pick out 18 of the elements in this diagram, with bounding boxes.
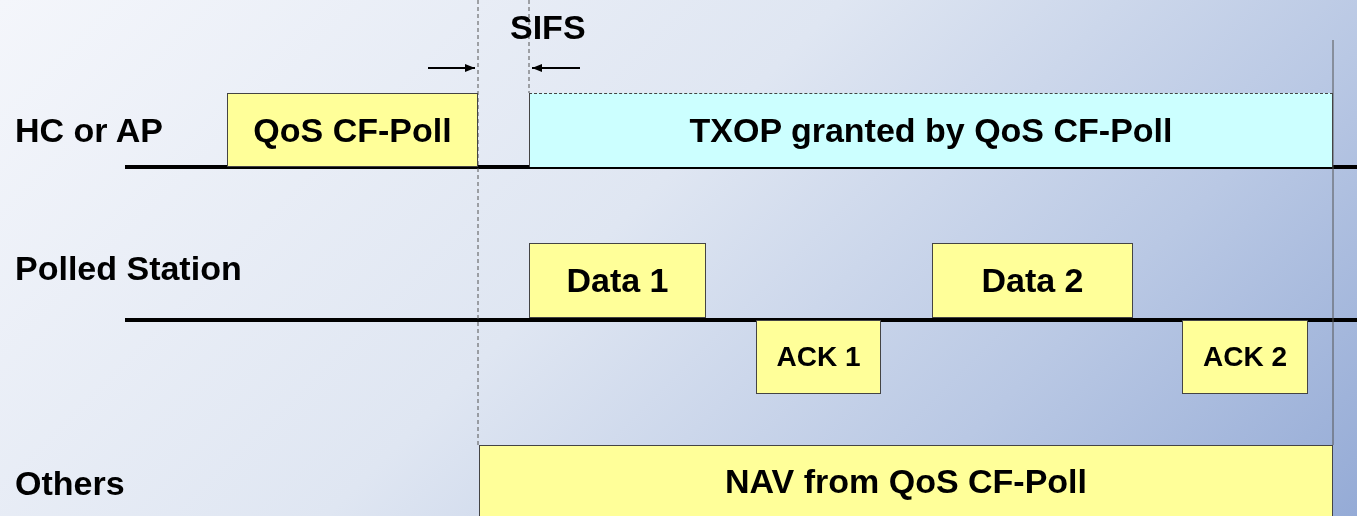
frame-label: NAV from QoS CF-Poll (725, 462, 1087, 501)
frame-box (529, 243, 706, 318)
txop-box (529, 93, 1333, 167)
nav-box (479, 445, 1333, 516)
station-label: Polled Station (15, 251, 242, 285)
station-label: HC or AP (15, 113, 163, 147)
frame-box (932, 243, 1133, 318)
frame-label: TXOP granted by QoS CF-Poll (689, 111, 1173, 150)
frame-box (756, 320, 881, 394)
frame-label: Data 1 (566, 261, 669, 300)
frame-label: QoS CF-Poll (253, 110, 452, 150)
frame-box (1182, 320, 1308, 394)
frame-label: ACK 2 (1203, 341, 1287, 373)
frame-box (227, 93, 478, 167)
frame-label: ACK 1 (776, 341, 861, 373)
interval-label: SIFS (510, 10, 586, 44)
station-label: Others (15, 466, 125, 500)
frame-label: Data 2 (981, 261, 1084, 300)
